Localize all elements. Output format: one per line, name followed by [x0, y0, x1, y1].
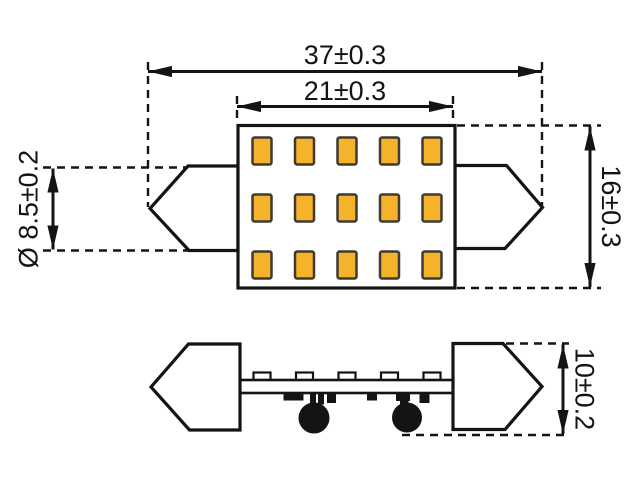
dim-label-body-height: 16±0.3: [596, 165, 626, 247]
led-chip: [251, 193, 273, 223]
right-end-cap: [453, 163, 545, 251]
dim-body-height: 16±0.3: [457, 124, 626, 290]
led-chip: [336, 193, 358, 223]
led-chip: [336, 136, 358, 166]
smd-component: [283, 392, 304, 401]
dim-side-profile-height: 10±0.2: [402, 342, 600, 437]
led-chip: [421, 250, 443, 280]
dim-body-length: 21±0.3: [235, 76, 455, 123]
led-chip: [421, 136, 443, 166]
led-chip: [378, 136, 401, 166]
smd-component: [419, 392, 430, 403]
dim-label-end-cap-diameter: Ø 8.5±0.2: [14, 150, 44, 268]
component-lead: [310, 392, 316, 405]
dim-label-side-profile-height: 10±0.2: [570, 348, 600, 430]
left-end-cap-side: [148, 342, 242, 432]
led-chip: [421, 193, 443, 223]
led-chip: [251, 250, 273, 280]
top-view: [147, 123, 545, 290]
smd-component: [327, 392, 336, 403]
led-chip: [293, 136, 316, 166]
component-lead: [400, 392, 409, 406]
led-grid: [251, 136, 443, 280]
dim-end-cap-diameter: Ø 8.5±0.2: [14, 150, 189, 268]
round-component: [392, 402, 422, 433]
component-lead: [318, 392, 324, 405]
led-chip: [378, 250, 401, 280]
pcb-board-side: [238, 378, 455, 395]
round-component: [298, 402, 330, 434]
side-view: [148, 341, 545, 434]
dim-label-body-length: 21±0.3: [304, 76, 386, 106]
smd-component: [367, 392, 377, 401]
led-chip: [293, 250, 316, 280]
led-chip: [378, 193, 401, 223]
left-end-cap: [147, 164, 240, 253]
dim-label-overall-length: 37±0.3: [304, 40, 386, 70]
dim-overall-length: 37±0.3: [146, 40, 544, 207]
led-chip: [293, 193, 316, 223]
led-chip: [251, 136, 273, 166]
led-chip: [336, 250, 358, 280]
right-end-cap-side: [451, 341, 545, 432]
